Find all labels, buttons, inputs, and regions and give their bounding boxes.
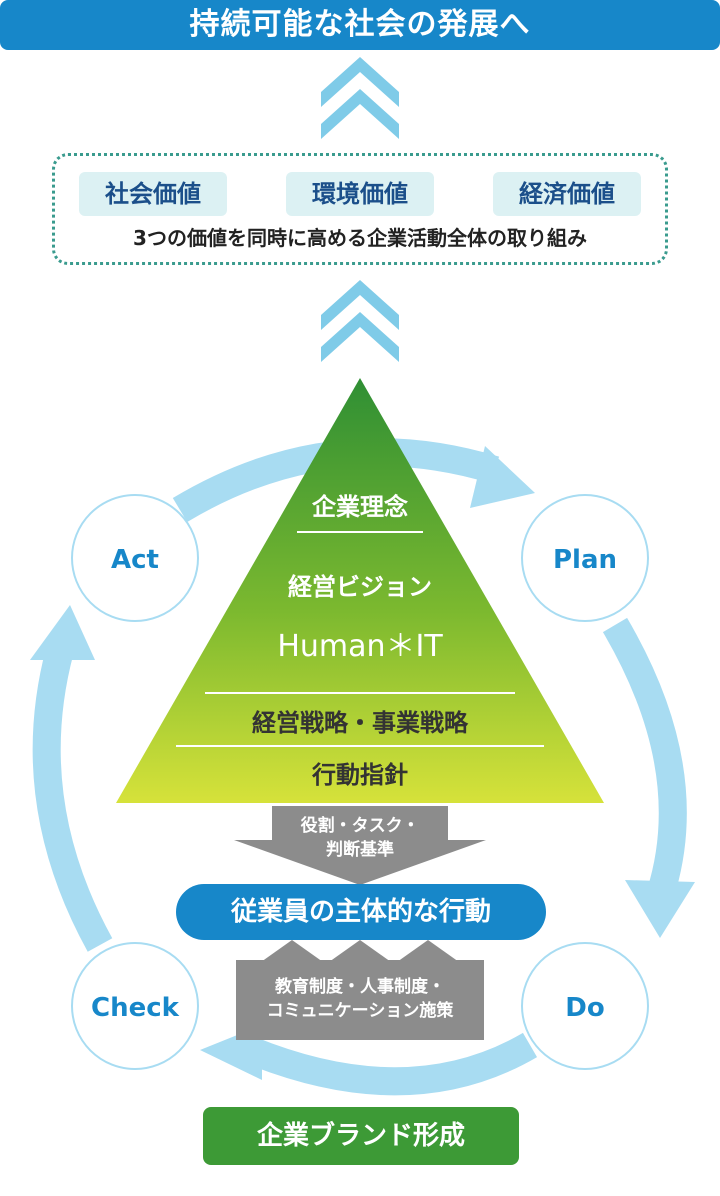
node-plan-circle — [521, 494, 649, 622]
cycle-arc-check-act — [32, 646, 113, 952]
cycle-nodes — [71, 494, 649, 1070]
page-title: 持続可能な社会の発展へ — [0, 0, 720, 50]
node-do-circle — [521, 942, 649, 1070]
node-plan-label: Plan — [553, 545, 617, 575]
node-act-label: Act — [111, 545, 159, 575]
up-arrows-label-line2: コミュニケーション施策 — [266, 1001, 454, 1021]
down-arrow-label-line1: 役割・タスク・ — [300, 816, 420, 836]
pyramid-strategy-text: 経営戦略・事業戦略 — [252, 709, 469, 737]
brand-formation-box: 企業ブランド形成 — [203, 1107, 519, 1165]
gray-up-arrows — [236, 940, 484, 1040]
down-arrow-label: 役割・タスク・ 判断基準 — [272, 814, 448, 862]
arrowhead-to-act — [30, 605, 95, 660]
up-arrows-label-line1: 教育制度・人事制度・ — [275, 977, 445, 997]
up-arrows-label: 教育制度・人事制度・ コミュニケーション施策 — [236, 975, 484, 1023]
arrowhead-to-plan — [470, 446, 535, 508]
cycle-arc-plan-do — [602, 617, 687, 900]
double-chevron-up-icon — [321, 57, 399, 139]
node-check-label: Check — [91, 993, 180, 1023]
pyramid — [116, 378, 604, 803]
value-tag-economic: 経済価値 — [493, 172, 641, 216]
values-box: 社会価値 環境価値 経済価値 3つの価値を同時に高める企業活動全体の取り組み — [52, 153, 668, 265]
value-tag-environment: 環境価値 — [286, 172, 434, 216]
value-tag-social: 社会価値 — [79, 172, 227, 216]
values-description: 3つの価値を同時に高める企業活動全体の取り組み — [133, 226, 587, 250]
cycle-arrowheads — [30, 446, 695, 1080]
pyramid-body — [116, 378, 604, 803]
node-check-circle — [71, 942, 199, 1070]
down-arrow-label-line2: 判断基準 — [326, 840, 394, 860]
node-do-label: Do — [565, 993, 604, 1023]
node-act-circle — [71, 494, 199, 622]
pyramid-vision-text: 経営ビジョン — [288, 573, 432, 601]
employee-action-pill: 従業員の主体的な行動 — [176, 884, 546, 940]
cycle-arc-do-check — [244, 1032, 538, 1096]
gray-down-arrow — [234, 806, 486, 885]
pyramid-vision-slogan-text: Human＊IT — [277, 629, 443, 664]
arrowhead-to-do — [625, 880, 695, 938]
pyramid-philosophy-text: 企業理念 — [312, 493, 408, 521]
pyramid-guidelines-text: 行動指針 — [311, 761, 408, 789]
double-chevron-up-icon — [321, 280, 399, 362]
